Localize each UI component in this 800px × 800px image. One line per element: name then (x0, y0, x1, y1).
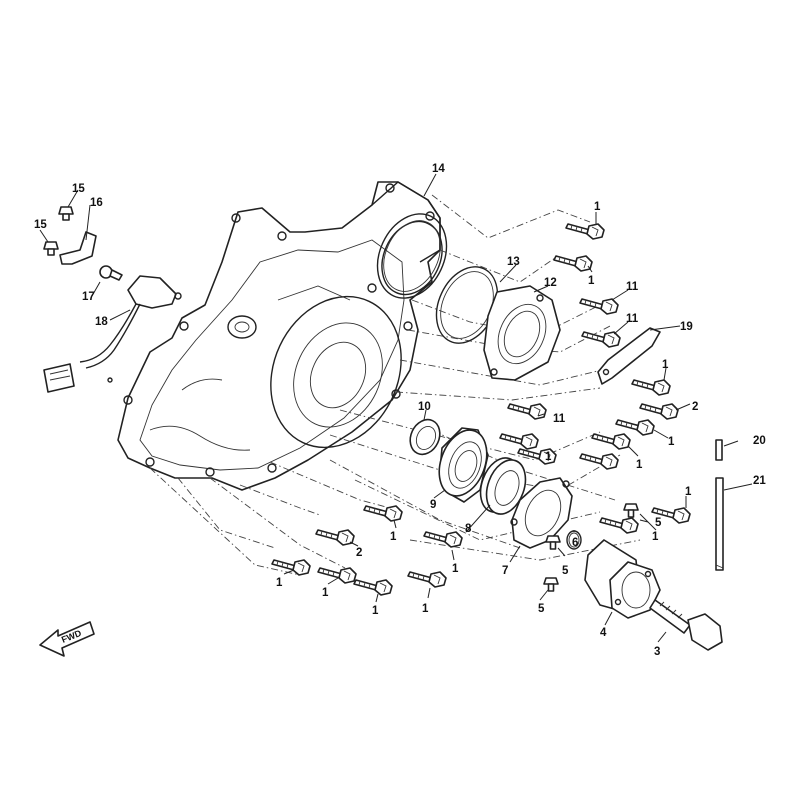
callout-20: 20 (753, 435, 766, 447)
callout-15b: 15 (34, 219, 47, 231)
callout-15a: 15 (72, 183, 85, 195)
callout-1m: 1 (422, 603, 429, 615)
rod-21 (715, 477, 724, 571)
fwd-arrow-icon: FWD (39, 621, 95, 657)
callout-21: 21 (753, 475, 766, 487)
screw-5a (623, 503, 639, 518)
callout-1p: 1 (372, 605, 379, 617)
bolt-1p (353, 579, 393, 596)
callout-18: 18 (95, 316, 108, 328)
callout-1l: 1 (452, 563, 459, 575)
callout-11c: 11 (553, 413, 566, 425)
callout-1o: 1 (322, 587, 329, 599)
bolt-3 (649, 599, 723, 651)
callout-1g: 1 (545, 451, 552, 463)
callout-1b: 1 (588, 275, 595, 287)
screw-5c (543, 577, 559, 592)
bolt-2a (639, 403, 679, 420)
bearing-9 (438, 427, 489, 503)
callout-1e: 1 (636, 459, 643, 471)
callout-4: 4 (600, 627, 607, 639)
bearing-cover-12 (483, 285, 561, 381)
callout-1k: 1 (390, 531, 397, 543)
callout-1d: 1 (668, 436, 675, 448)
pin-20 (715, 439, 723, 461)
callout-labels: 1 1 11 11 19 1 2 1 1 11 1 20 21 1 5 1 6 … (34, 163, 766, 658)
housing-4 (584, 539, 661, 619)
bolt-11c (507, 403, 547, 420)
bolt-1e (591, 433, 631, 450)
callout-1c: 1 (662, 359, 669, 371)
bolt-1j (599, 517, 639, 534)
oil-seal-10 (409, 418, 441, 456)
bolt-1k (363, 505, 403, 522)
callout-6: 6 (572, 537, 578, 549)
callout-1j: 1 (652, 531, 659, 543)
bolt-1a (565, 223, 605, 240)
bracket-19 (597, 327, 661, 385)
callout-9: 9 (430, 499, 436, 511)
bolt-2b (315, 529, 355, 546)
gasket-14 (376, 213, 448, 299)
callout-2a: 2 (692, 401, 698, 413)
callout-10: 10 (418, 401, 431, 413)
callout-14: 14 (432, 163, 445, 175)
callout-13: 13 (507, 256, 520, 268)
callout-19: 19 (680, 321, 693, 333)
screw-5b (545, 535, 561, 550)
bolt-1g (499, 433, 539, 450)
callout-8: 8 (465, 523, 472, 535)
callout-11a: 11 (626, 281, 639, 293)
callout-1i: 1 (685, 486, 692, 498)
callout-5b: 5 (562, 565, 569, 577)
plate-7 (510, 477, 573, 549)
bearing-8 (479, 457, 527, 515)
callout-1n: 1 (276, 577, 283, 589)
callout-2b: 2 (356, 547, 362, 559)
callout-5c: 5 (538, 603, 545, 615)
bolt-1d (615, 419, 655, 436)
bolt-1b (553, 255, 593, 272)
callout-5a: 5 (655, 517, 662, 529)
bolt-1o (317, 567, 357, 584)
leader-lines (39, 173, 753, 643)
bolt-1m (407, 571, 447, 588)
sensor-assembly (43, 206, 182, 393)
callout-1a: 1 (594, 201, 601, 213)
callout-16: 16 (90, 197, 103, 209)
callout-11b: 11 (626, 313, 639, 325)
callout-12: 12 (544, 277, 557, 289)
bolt-1c (631, 379, 671, 396)
engine-cover (117, 181, 443, 491)
callout-3: 3 (654, 646, 660, 658)
callout-17: 17 (82, 291, 95, 303)
callout-7: 7 (502, 565, 508, 577)
